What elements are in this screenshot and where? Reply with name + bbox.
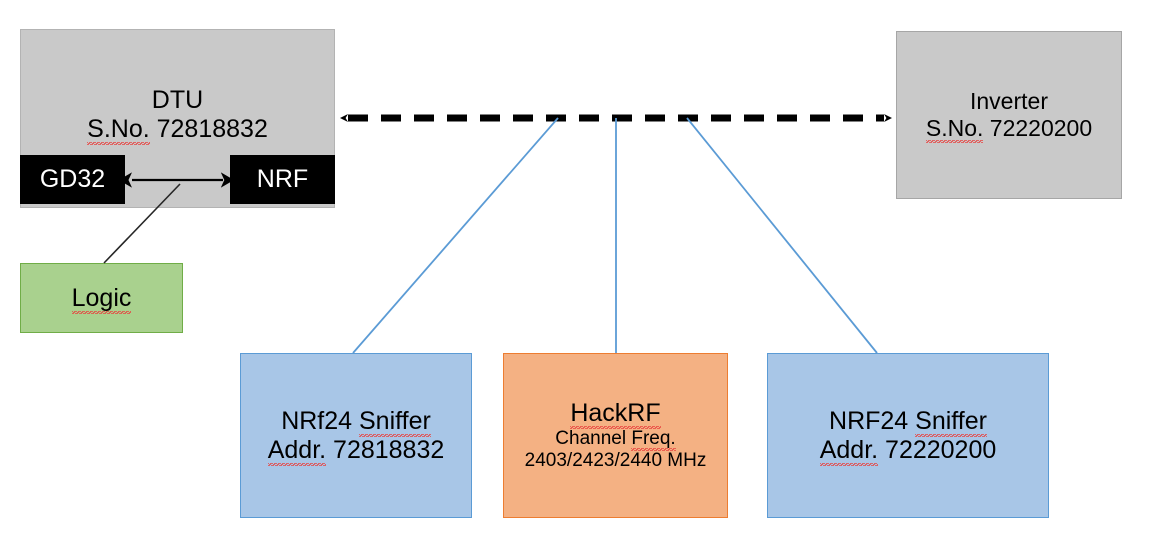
hackrf-frequencies: 2403/2423/2440 MHz (524, 450, 707, 471)
node-sniffer-right[interactable]: NRF24 Sniffer Addr. 72220200 (767, 353, 1049, 518)
hackrf-title-text: HackRF (570, 398, 661, 429)
sniffer-right-addr: Addr. 72220200 (819, 435, 997, 466)
gd32-label: GD32 (39, 165, 106, 193)
nrf-label: NRF (256, 165, 309, 193)
node-gd32[interactable]: GD32 (20, 155, 125, 204)
sniffer-right-addr-value: 72220200 (878, 435, 997, 464)
hackrf-title: HackRF (570, 398, 661, 429)
sniffer-left-title-part1: NRf24 (281, 406, 359, 435)
inverter-serial-value: 72220200 (989, 115, 1093, 141)
connector-tap-left (352, 117, 559, 354)
node-inverter[interactable]: Inverter S.No. 72220200 (896, 31, 1122, 199)
sniffer-left-addr-value: 72818832 (326, 435, 445, 464)
node-hackrf[interactable]: HackRF Channel Freq. 2403/2423/2440 MHz (503, 353, 728, 518)
dtu-serial-number (150, 115, 157, 143)
hackrf-channel-label: Channel Freq. (555, 427, 676, 451)
dtu-serial-value: 72818832 (156, 115, 268, 143)
sniffer-left-title: NRf24 Sniffer (281, 406, 431, 437)
node-logic[interactable]: Logic (20, 263, 183, 333)
sniffer-right-title-part2: Sniffer (915, 406, 987, 437)
dtu-serial: S.No. 72818832 (87, 115, 268, 145)
sniffer-left-addr: Addr. 72818832 (267, 435, 445, 466)
node-sniffer-left[interactable]: NRf24 Sniffer Addr. 72818832 (240, 353, 472, 518)
sniffer-left-addr-prefix: Addr. (267, 435, 327, 466)
logic-label-text: Logic (71, 283, 132, 314)
inverter-serial: S.No. 72220200 (925, 115, 1093, 143)
dtu-serial-prefix: S.No. (87, 115, 150, 145)
logic-label: Logic (71, 283, 132, 314)
node-nrf[interactable]: NRF (230, 155, 335, 204)
dtu-title: DTU (151, 86, 204, 114)
sniffer-right-title-part1: NRF24 (829, 406, 916, 435)
hackrf-channel-part1: Channel (555, 427, 632, 449)
sniffer-right-addr-prefix: Addr. (819, 435, 879, 466)
sniffer-left-title-part2: Sniffer (359, 406, 431, 437)
sniffer-right-title: NRF24 Sniffer (829, 406, 987, 437)
inverter-serial-prefix: S.No. (925, 115, 984, 143)
hackrf-channel-part2: Freq. (631, 427, 676, 451)
inverter-title: Inverter (970, 88, 1048, 115)
connector-tap-right (686, 117, 878, 354)
